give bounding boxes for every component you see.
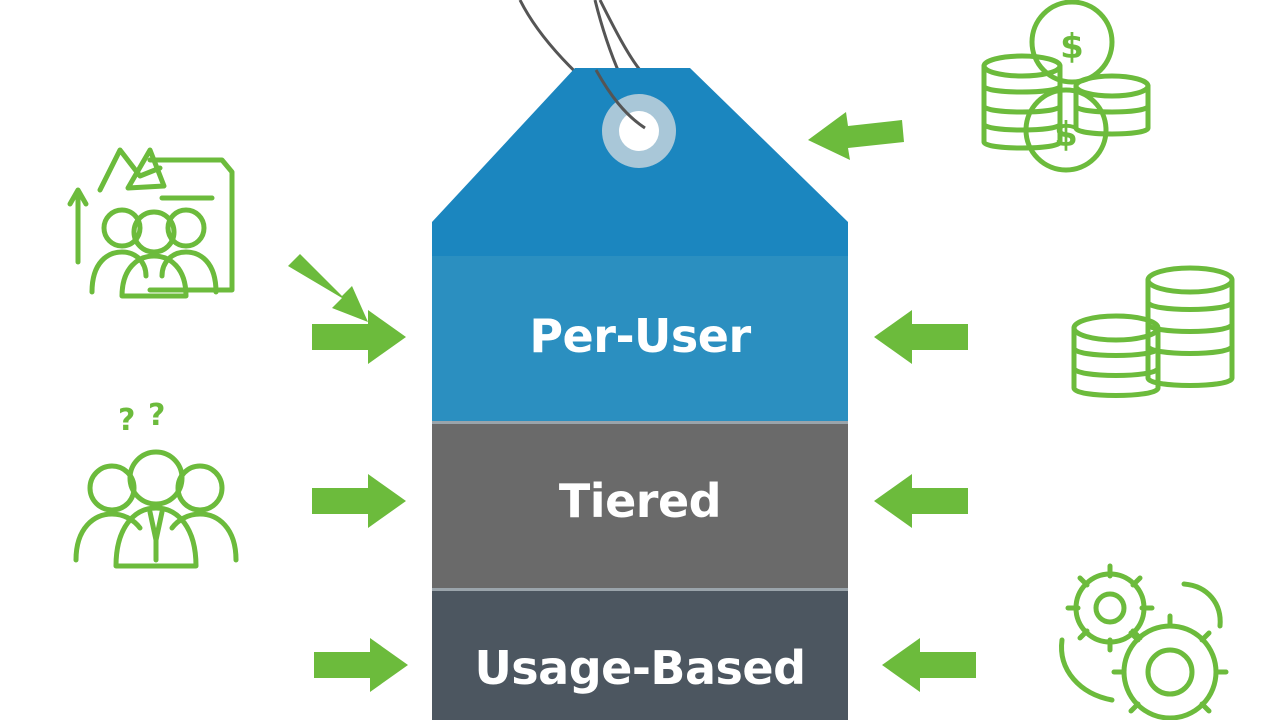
arrow-left-top xyxy=(808,112,904,160)
gears-icon xyxy=(1059,563,1229,720)
arrow-left-2 xyxy=(874,474,968,528)
confused-team-icon: ? ? xyxy=(73,398,239,569)
arrow-left-1 xyxy=(874,310,968,364)
dollar-sign-top: $ xyxy=(1060,27,1084,67)
band-tiered xyxy=(432,424,848,588)
right-arrows xyxy=(808,112,976,692)
left-arrows xyxy=(288,254,408,692)
band-label-tiered: Tiered xyxy=(559,474,721,528)
team-growth-icon xyxy=(67,147,235,299)
price-tag: Per-User Tiered Usage-Based xyxy=(432,0,848,720)
arrow-right-2 xyxy=(312,474,406,528)
band-per-user xyxy=(432,256,848,422)
question-mark-1: ? xyxy=(118,403,135,438)
dollar-sign-bottom: $ xyxy=(1054,115,1078,155)
tag-hole xyxy=(619,111,659,151)
band-usage-based xyxy=(432,591,848,720)
band-label-per-user: Per-User xyxy=(529,309,751,363)
tag-string-2 xyxy=(598,0,642,71)
arrow-right-3 xyxy=(314,638,408,692)
tag-string-through-hole xyxy=(594,69,646,130)
band-label-usage-based: Usage-Based xyxy=(474,641,805,695)
arrow-left-3 xyxy=(882,638,976,692)
coin-stacks-icon xyxy=(1071,265,1235,398)
band-divider-1 xyxy=(432,421,848,424)
band-divider-2 xyxy=(432,588,848,591)
coins-dollar-icon: $ $ xyxy=(981,0,1151,173)
question-mark-2: ? xyxy=(148,398,165,433)
arrow-right-1 xyxy=(312,310,406,364)
diagonal-arrow xyxy=(288,254,368,322)
